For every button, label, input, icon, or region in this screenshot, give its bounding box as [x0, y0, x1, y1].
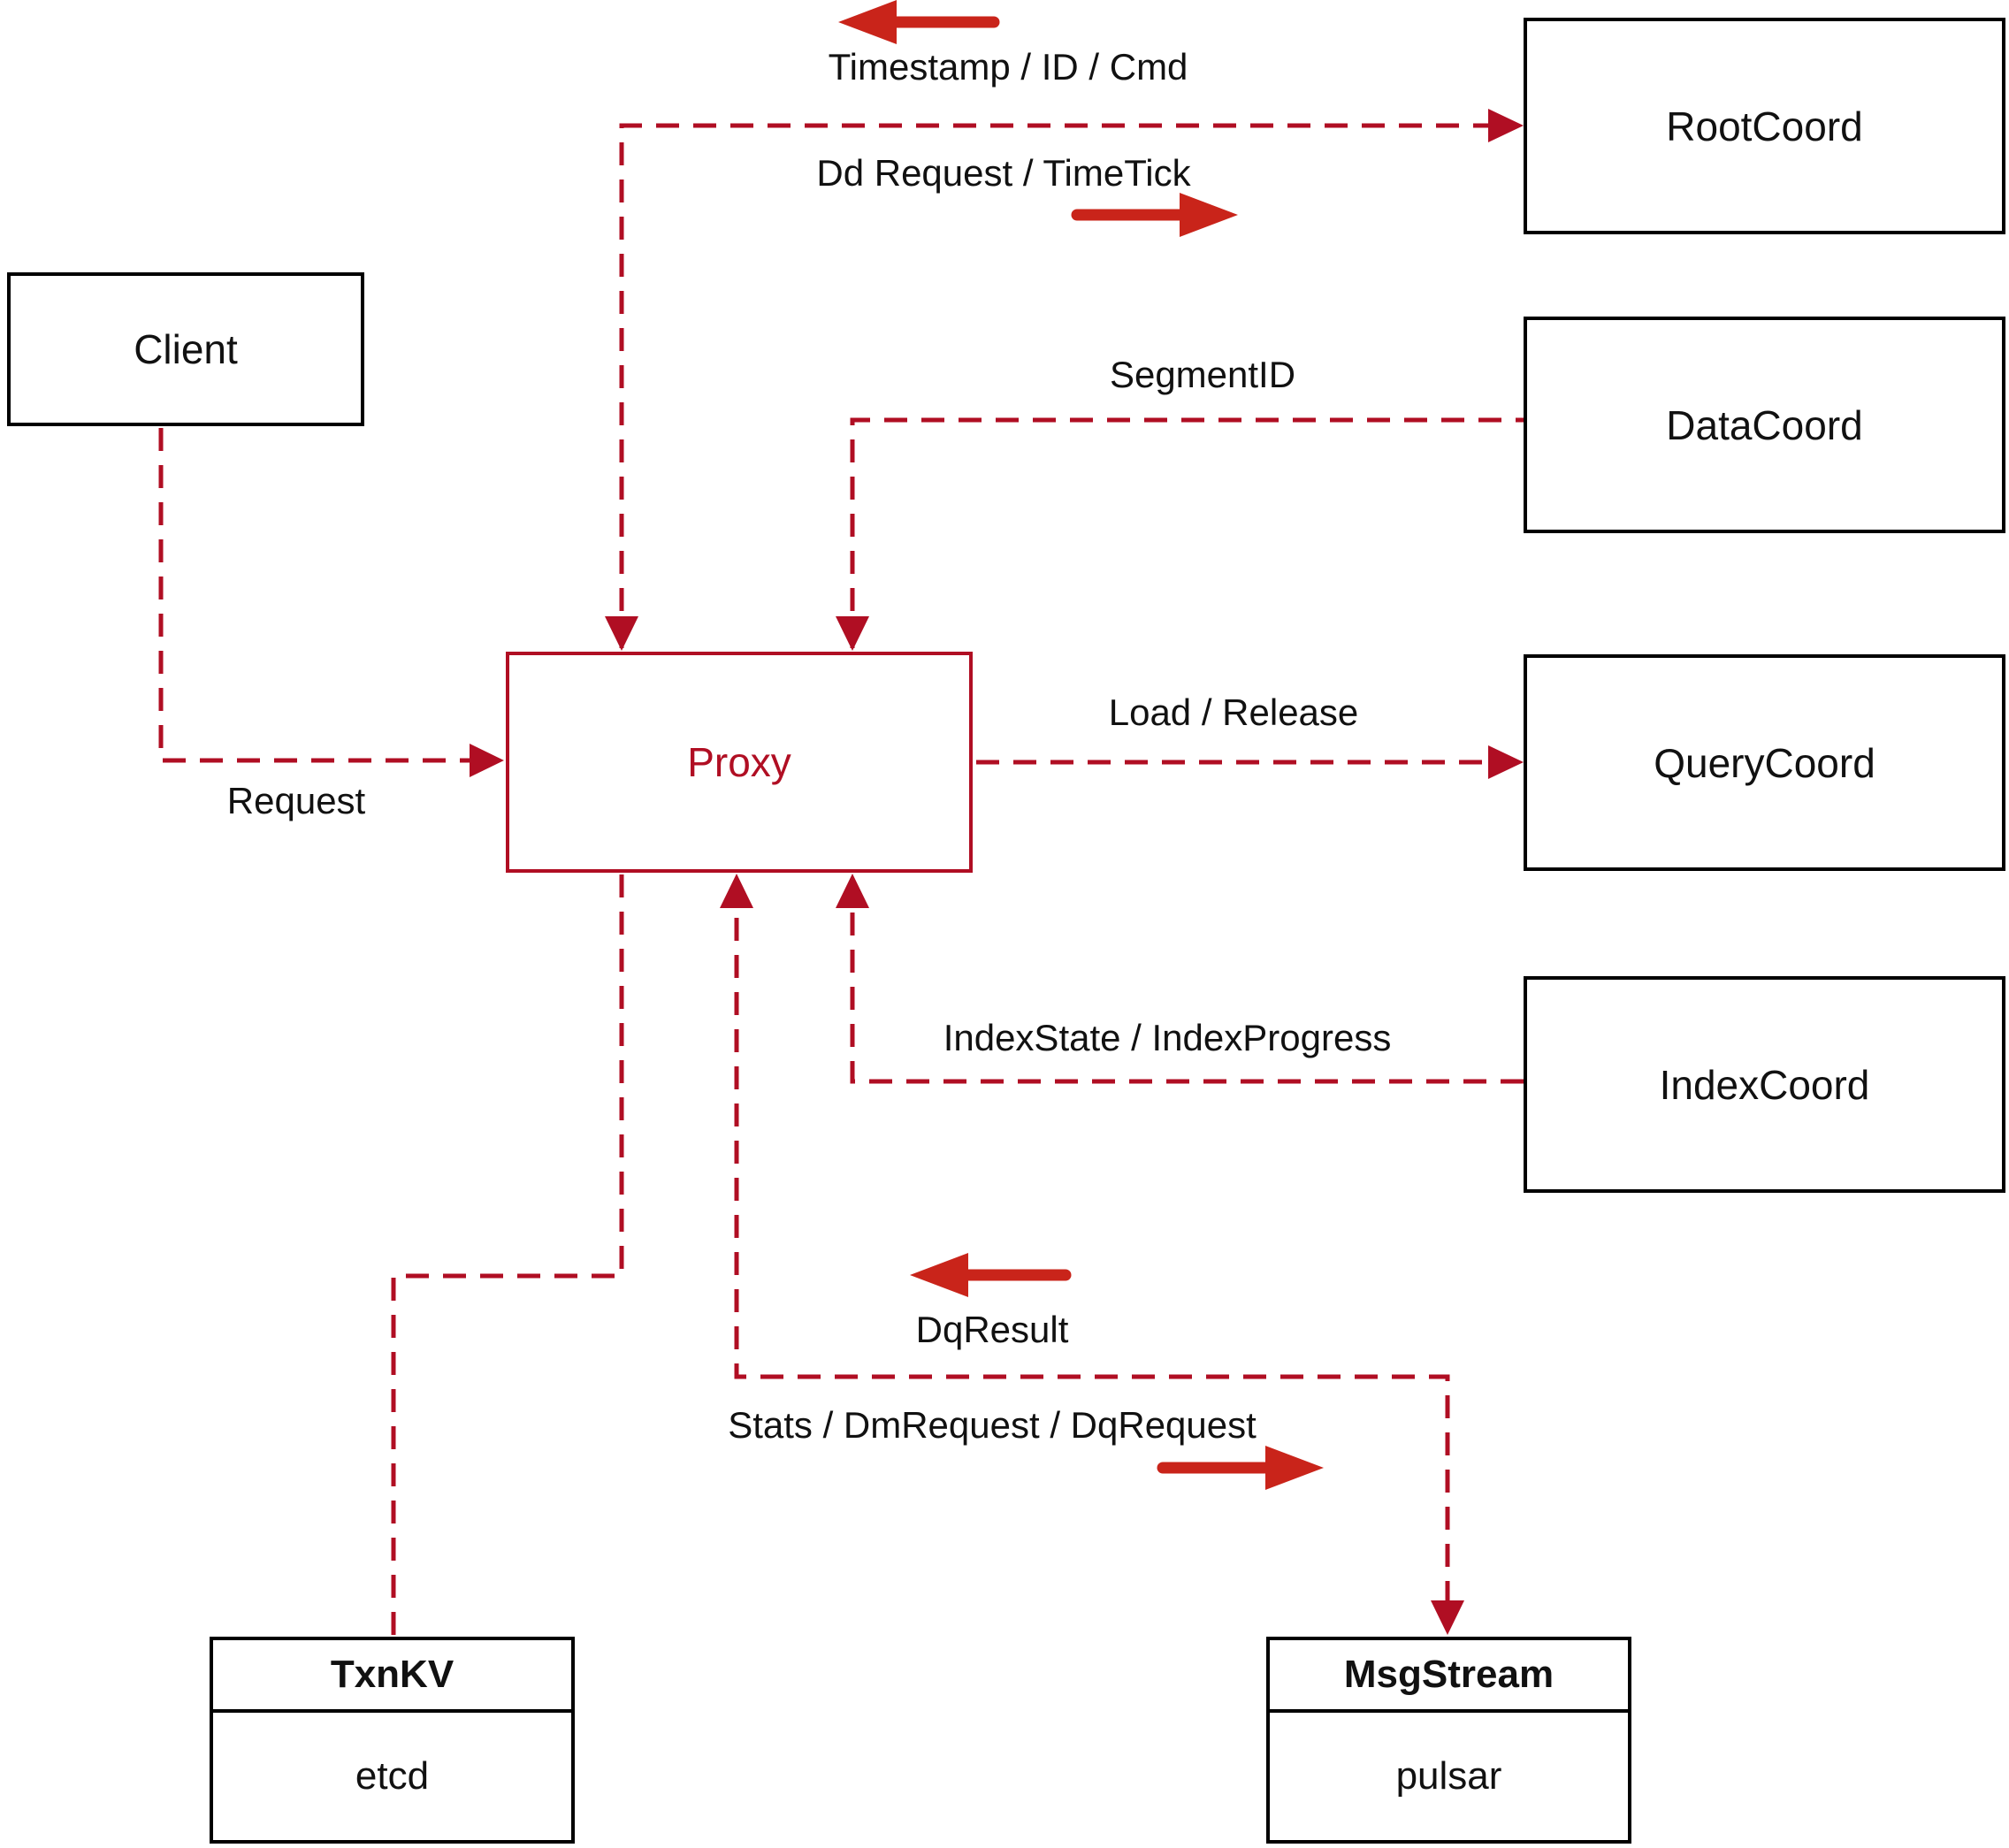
node-rootcoord: RootCoord: [1524, 18, 2005, 234]
node-client: Client: [7, 272, 364, 426]
node-msgstream-body: pulsar: [1395, 1754, 1502, 1798]
node-client-label: Client: [134, 326, 238, 372]
node-querycoord: QueryCoord: [1524, 654, 2005, 871]
arrowhead-into-querycoord: [1488, 745, 1524, 779]
edge-label-segment-id: SegmentID: [1109, 354, 1296, 395]
node-txnkv-title: TxnKV: [213, 1640, 571, 1713]
node-proxy-label: Proxy: [687, 739, 791, 785]
node-indexcoord: IndexCoord: [1524, 976, 2005, 1193]
arrowhead-into-proxy-bottom-right: [836, 874, 869, 908]
node-txnkv-body: etcd: [355, 1754, 430, 1798]
arrowhead-into-rootcoord: [1488, 109, 1524, 142]
direction-arrow-right-stats: [1157, 1446, 1324, 1490]
edge-label-dq-result: DqResult: [915, 1309, 1069, 1350]
node-txnkv: TxnKV etcd: [210, 1637, 575, 1844]
edge-label-timestamp: Timestamp / ID / Cmd: [828, 46, 1188, 88]
node-datacoord-label: DataCoord: [1666, 401, 1863, 448]
edge-label-stats: Stats / DmRequest / DqRequest: [728, 1404, 1257, 1446]
edge-label-dd-request: Dd Request / TimeTick: [816, 152, 1191, 194]
edge-proxy-msgstream: [720, 874, 1464, 1635]
arrowhead-into-proxy-bottom-left: [720, 874, 753, 908]
edge-proxy-rootcoord: [605, 109, 1524, 651]
node-proxy: Proxy: [506, 652, 973, 873]
edge-label-index-state: IndexState / IndexProgress: [943, 1017, 1392, 1058]
edge-indexcoord-proxy: [836, 874, 1524, 1084]
node-querycoord-label: QueryCoord: [1654, 739, 1875, 786]
node-datacoord: DataCoord: [1524, 317, 2005, 533]
arrowhead-into-proxy-left: [470, 744, 504, 777]
direction-arrow-left-dqresult: [910, 1253, 1072, 1297]
edge-datacoord-proxy: [836, 417, 1524, 651]
edge-label-load-release: Load / Release: [1108, 691, 1359, 733]
edge-label-request: Request: [226, 780, 366, 821]
edge-proxy-querycoord: [976, 745, 1524, 779]
direction-arrow-left-timestamp: [838, 0, 1000, 44]
node-msgstream-title: MsgStream: [1270, 1640, 1628, 1713]
direction-arrow-right-dd-request: [1071, 193, 1238, 237]
node-rootcoord-label: RootCoord: [1666, 103, 1863, 149]
node-indexcoord-label: IndexCoord: [1659, 1061, 1870, 1108]
arrowhead-into-proxy-top-right: [836, 616, 869, 651]
arrowhead-into-msgstream: [1431, 1600, 1464, 1635]
edge-client-proxy: [158, 428, 504, 777]
arrowhead-into-proxy-top-left: [605, 616, 638, 651]
edge-proxy-txnkv: [391, 874, 624, 1635]
node-msgstream: MsgStream pulsar: [1266, 1637, 1631, 1844]
